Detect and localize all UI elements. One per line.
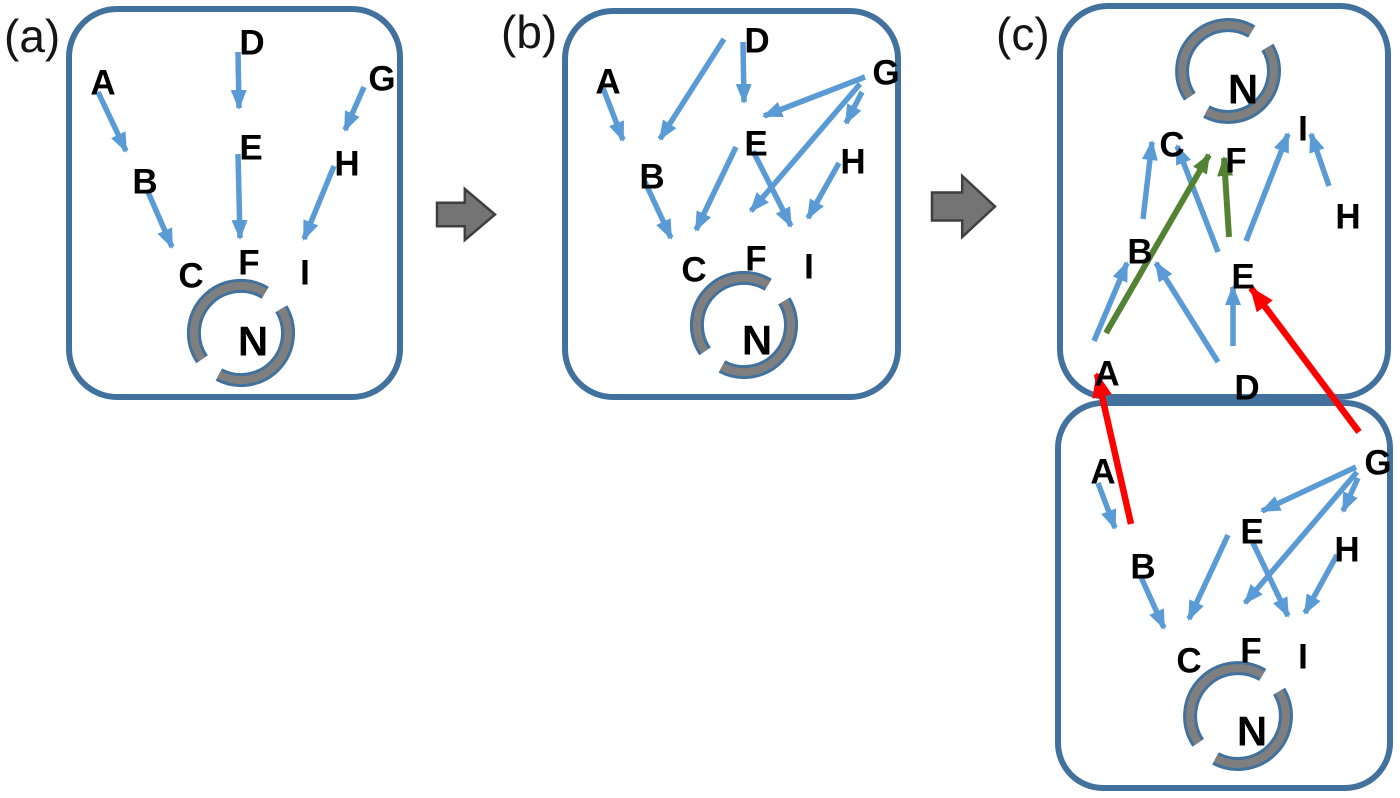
node-c-bottom-N: N: [1237, 708, 1267, 755]
arrow-b-D-B: [657, 37, 727, 141]
genome-ring-b-0: [692, 273, 771, 354]
node-b-F: F: [745, 240, 766, 279]
arrow-c-bottom-G-F: [1242, 470, 1360, 605]
node-c-top-E: E: [1231, 258, 1254, 297]
transition-arrow-2: [930, 173, 997, 240]
node-c-bottom-C: C: [1176, 642, 1201, 681]
node-b-G: G: [872, 54, 899, 93]
cell-membrane-b: [562, 8, 901, 400]
node-a-F: F: [238, 244, 259, 283]
node-c-top-A: A: [1094, 355, 1119, 394]
arrow-c-bottom-G-H: [1340, 476, 1361, 513]
arrow-c-bottom-E-I: [1250, 541, 1291, 618]
node-b-D: D: [744, 22, 769, 61]
cell-membrane-c-bottom: [1055, 400, 1393, 791]
node-b-A: A: [595, 63, 620, 102]
node-c-top-I: I: [1298, 110, 1308, 149]
genome-ring-a-0: [189, 281, 268, 362]
arrow-c-top-E-C: [1174, 144, 1221, 253]
node-c-bottom-B: B: [1130, 548, 1155, 587]
node-a-A: A: [90, 64, 115, 103]
panel-label-b: (b): [501, 6, 558, 58]
arrow-c-top-A-F: [1103, 153, 1212, 335]
arrow-a-B-C: [145, 190, 175, 249]
node-b-C: C: [681, 251, 706, 290]
node-b-E: E: [744, 125, 767, 164]
node-b-N: N: [742, 317, 772, 364]
panel-label-a: (a): [4, 10, 61, 62]
node-b-I: I: [804, 248, 814, 287]
node-a-B: B: [132, 163, 157, 202]
arrow-b-D-E: [735, 41, 752, 104]
transition-arrow-1: [435, 186, 497, 243]
arrow-b-H-I: [805, 161, 842, 220]
cell-membrane-a: [66, 6, 403, 400]
arrow-a-A-B: [95, 90, 129, 153]
transfer-arrow-B-A: [1092, 372, 1135, 525]
arrow-c-top-H-I: [1308, 132, 1332, 187]
arrow-b-E-C: [693, 145, 739, 232]
panel-label-c: (c): [996, 8, 1050, 60]
genome-ring-c-bottom-0: [1186, 664, 1265, 746]
genome-ring-c-top-1: [1204, 45, 1278, 121]
node-c-bottom-E: E: [1240, 513, 1263, 552]
arrow-a-H-I: [301, 164, 337, 241]
arrow-c-bottom-H-I: [1302, 553, 1340, 615]
node-a-G: G: [368, 60, 395, 99]
node-b-B: B: [639, 158, 664, 197]
node-c-bottom-A: A: [1090, 453, 1115, 492]
transfer-arrow-G-E: [1248, 286, 1362, 434]
genome-ring-c-bottom-1: [1213, 689, 1290, 768]
arrow-b-A-B: [600, 87, 626, 142]
node-c-top-F: F: [1225, 142, 1246, 181]
genome-ring-b-1: [720, 298, 795, 377]
node-c-bottom-I: I: [1298, 638, 1308, 677]
node-c-top-D: D: [1234, 369, 1259, 408]
arrow-b-G-H: [843, 90, 865, 125]
node-c-bottom-F: F: [1240, 632, 1261, 671]
arrow-a-G-H: [342, 85, 367, 132]
arrow-b-G-F: [748, 82, 863, 213]
arrow-a-E-F: [231, 153, 248, 240]
arrow-a-D-E: [230, 51, 247, 110]
node-a-E: E: [239, 129, 262, 168]
node-c-bottom-G: G: [1364, 444, 1391, 483]
arrow-c-bottom-A-B: [1095, 482, 1118, 530]
genome-ring-a-1: [217, 306, 292, 385]
arrow-c-bottom-B-C: [1138, 575, 1167, 630]
node-a-H: H: [334, 145, 359, 184]
arrow-c-bottom-E-C: [1186, 533, 1231, 621]
node-a-C: C: [178, 257, 203, 296]
genome-ring-c-top-0: [1178, 21, 1254, 99]
node-c-top-H: H: [1335, 198, 1360, 237]
node-a-N: N: [238, 318, 268, 365]
node-c-top-C: C: [1159, 126, 1184, 165]
arrow-c-top-E-F: [1217, 156, 1234, 238]
arrow-b-B-C: [642, 180, 674, 240]
arrow-c-top-E-I: [1243, 132, 1291, 243]
node-c-top-B: B: [1127, 233, 1152, 272]
node-c-bottom-H: H: [1334, 531, 1359, 570]
arrow-c-top-D-B: [1153, 261, 1221, 364]
arrow-b-G-E: [762, 74, 866, 119]
node-a-I: I: [300, 254, 310, 293]
arrow-c-top-B-C: [1140, 140, 1158, 220]
arrow-c-bottom-G-E: [1260, 464, 1358, 514]
node-a-D: D: [239, 24, 264, 63]
node-b-H: H: [840, 143, 865, 182]
node-c-top-N: N: [1228, 66, 1258, 113]
arrow-c-top-A-B: [1091, 261, 1130, 343]
